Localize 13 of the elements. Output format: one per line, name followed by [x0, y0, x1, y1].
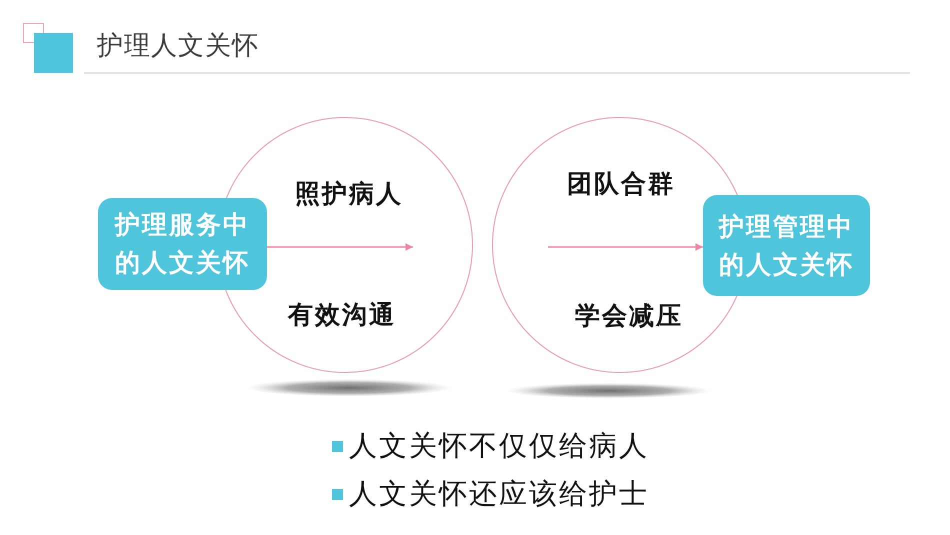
category-card: [98, 198, 267, 290]
slide-title: 护理人文关怀: [97, 30, 259, 63]
category-label: 护理服务中的人文关怀: [113, 209, 251, 279]
arrow: [267, 243, 413, 251]
bullet-text: 人文关怀不仅仅给病人: [349, 429, 649, 463]
category-card: [703, 195, 870, 296]
topic-text: 照护病人: [295, 179, 403, 209]
topic-text: 学会减压: [575, 301, 683, 331]
topic-text: 团队合群: [567, 169, 675, 199]
topic-text: 有效沟通: [288, 300, 396, 330]
bullet-text: 人文关怀还应该给护士: [349, 477, 649, 511]
arrow: [548, 243, 703, 251]
category-label: 护理管理中的人文关怀: [717, 210, 855, 280]
